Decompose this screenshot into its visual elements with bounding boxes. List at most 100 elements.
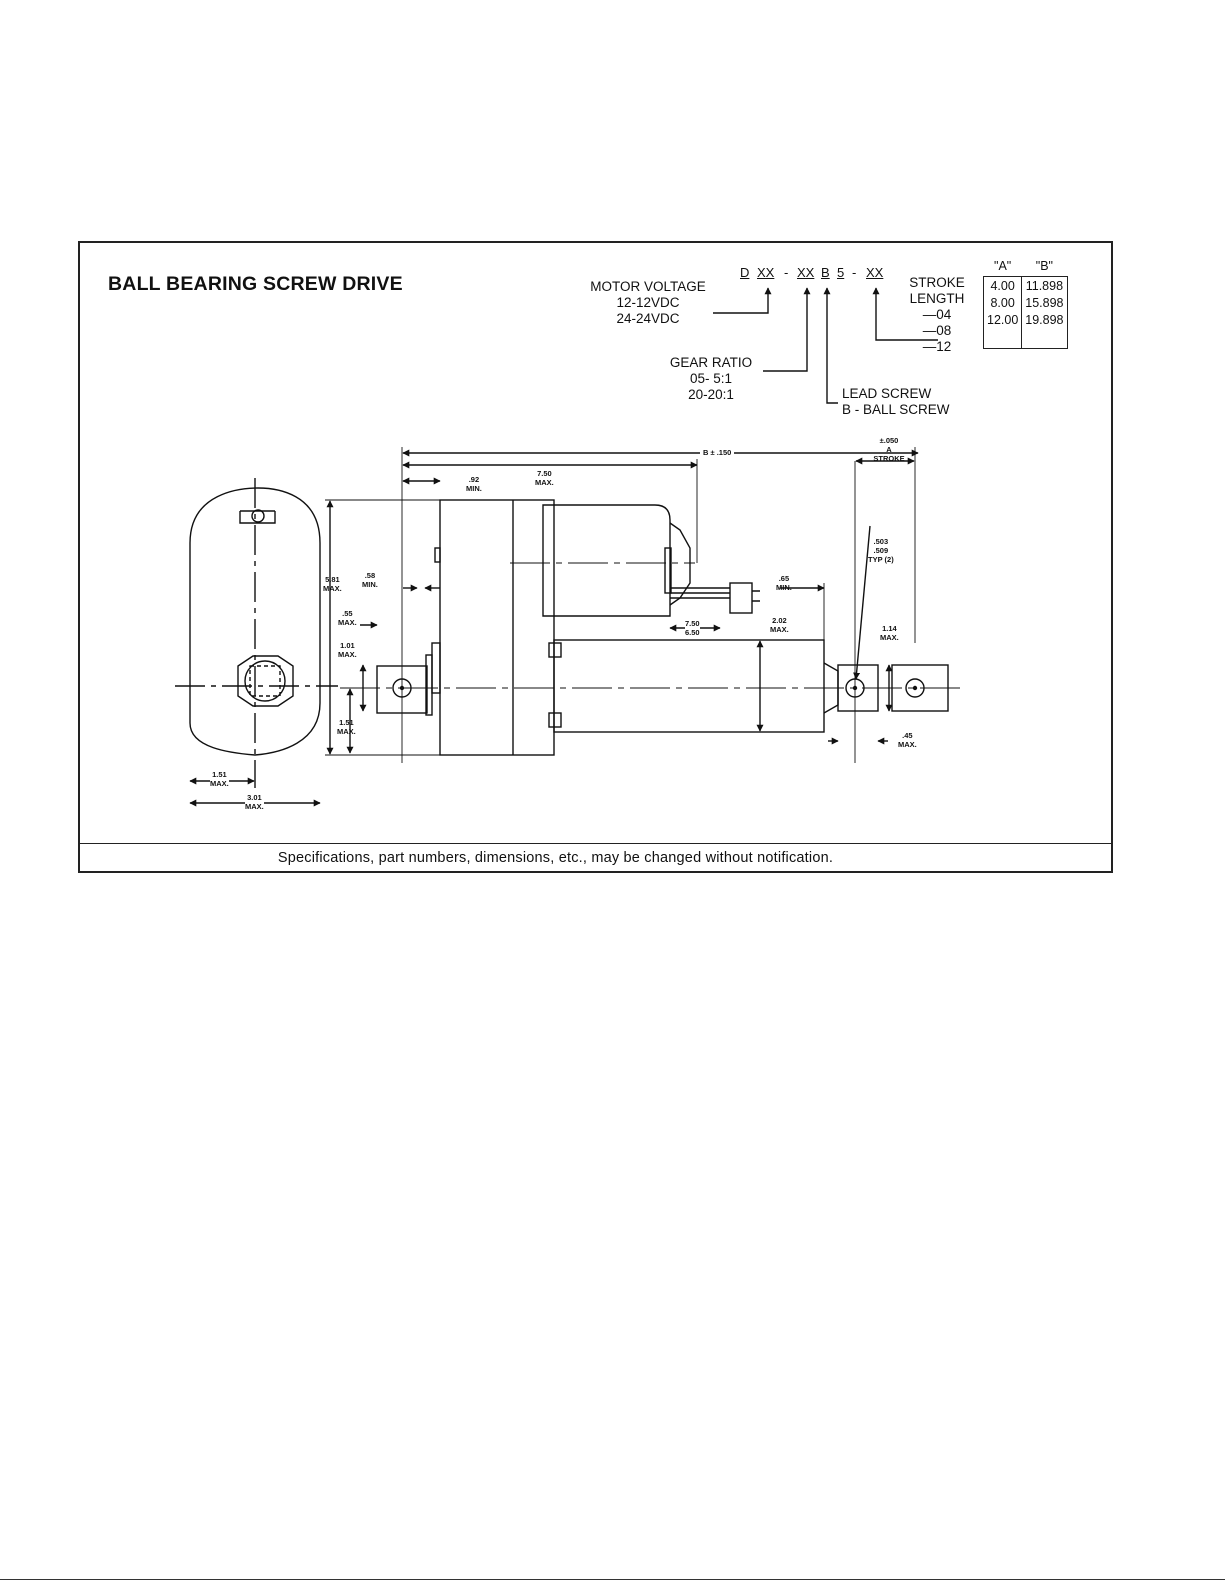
dim-text: .55 (342, 609, 353, 618)
gearbox-housing (439, 499, 555, 756)
dim-45-label: .45 MAX. (898, 731, 917, 749)
dim-text: 1.51 (339, 718, 354, 727)
table-header: "A" (994, 259, 1012, 273)
code-segment: - (784, 265, 789, 280)
gear-leader (763, 287, 811, 372)
dim-text: MAX. (338, 650, 357, 659)
dim-text: 1.14 (882, 624, 897, 633)
connector (729, 582, 753, 614)
dim-151-label: 1.51 MAX. (337, 718, 356, 736)
lead-screw-heading: LEAD SCREW (842, 386, 932, 401)
code-segment: B (821, 265, 830, 280)
footer-divider (80, 843, 1111, 844)
motor-voltage-callout: MOTOR VOLTAGE 12-12VDC 24-24VDC (583, 279, 713, 327)
dim-text: 2.02 (772, 616, 787, 625)
dim-text: MAX. (770, 625, 789, 634)
dim-202-label: 2.02 MAX. (770, 616, 789, 634)
dim-750-label: 7.50 MAX. (535, 469, 554, 487)
stroke-heading: STROKE (909, 275, 965, 290)
code-segment: D (740, 265, 750, 280)
dim-581-label: 5.81 MAX. (323, 575, 342, 593)
diagram-title: BALL BEARING SCREW DRIVE (108, 273, 403, 295)
motor-leads (670, 587, 708, 599)
table-cell: 8.00 (982, 294, 1023, 311)
end-view-outline (189, 487, 321, 756)
motor-voltage-heading: MOTOR VOLTAGE (590, 279, 706, 294)
stroke-option: —08 (922, 323, 952, 338)
dim-text: 3.01 (247, 793, 262, 802)
stroke-table: "A" "B" 4.00 11.898 8.00 15.898 12.00 19… (982, 258, 1068, 349)
page-bottom-rule (0, 1579, 1225, 1580)
motor-body (542, 504, 671, 617)
dim-text: .65 (778, 574, 790, 583)
dim-text: .509 (873, 546, 889, 555)
gear-ratio-heading: GEAR RATIO (669, 355, 753, 370)
table-cell: 19.898 (1021, 311, 1068, 328)
table-cell: 4.00 (982, 276, 1023, 294)
dim-text: MAX. (880, 633, 899, 642)
dim-65-label: .65 MIN. (776, 574, 792, 592)
dim-text: 7.50 (537, 469, 552, 478)
dim-text: TYP (2) (868, 555, 894, 564)
end-view-nut (237, 655, 294, 707)
motor-voltage-option: 12-12VDC (616, 295, 680, 310)
actuator-drawing (175, 287, 960, 807)
dim-text: MAX. (898, 740, 917, 749)
code-segment: - (852, 265, 857, 280)
table-row (982, 328, 1068, 349)
dim-text: .92 (468, 475, 480, 484)
dim-text: STROKE (873, 454, 905, 463)
dim-text: MIN. (776, 583, 792, 592)
stroke-leader (872, 287, 938, 341)
table-cell: 12.00 (982, 311, 1023, 328)
table-row: 8.00 15.898 (982, 294, 1068, 311)
diagram-frame: BALL BEARING SCREW DRIVE D XX - XX B 5 -… (78, 241, 1113, 873)
dim-151b-label: 1.51 MAX. (210, 770, 229, 788)
voltage-leader (713, 287, 772, 314)
dim-text: 1.51 (212, 770, 227, 779)
code-segment: 5 (837, 265, 845, 280)
table-header: "B" (1035, 259, 1053, 273)
stroke-length-callout: STROKE LENGTH —04 —08 —12 (902, 275, 972, 355)
dim-503-label: .503 .509 TYP (2) (868, 537, 894, 564)
table-row: 4.00 11.898 (982, 276, 1068, 294)
dim-text: MAX. (535, 478, 554, 487)
dim-text: A (886, 445, 892, 454)
gear-ratio-option: 20-20:1 (688, 387, 734, 402)
stroke-option: —12 (922, 339, 952, 354)
stroke-option: —04 (922, 307, 952, 322)
dim-text: .58 (364, 571, 376, 580)
dim-text: 7.50 (685, 619, 700, 628)
dim-text: 6.50 (685, 628, 700, 637)
gear-ratio-callout: GEAR RATIO 05- 5:1 20-20:1 (656, 355, 766, 403)
leadscrew-leader (823, 287, 838, 404)
dim-301-label: 3.01 MAX. (245, 793, 264, 811)
dim-114-label: 1.14 MAX. (880, 624, 899, 642)
footer-note: Specifications, part numbers, dimensions… (277, 850, 834, 866)
code-segment: XX (757, 265, 775, 280)
dim-text: MAX. (338, 618, 357, 627)
dim-text: MAX. (245, 802, 264, 811)
dim-text: .503 (873, 537, 889, 546)
code-segment: XX (797, 265, 815, 280)
dim-text: 1.01 (340, 641, 355, 650)
dim-text: MAX. (323, 584, 342, 593)
dim-101-label: 1.01 MAX. (338, 641, 357, 659)
table-cell: 15.898 (1021, 294, 1068, 311)
dim-a-label: ±.050 A STROKE (869, 436, 909, 463)
dim-text: MIN. (466, 484, 482, 493)
gear-ratio-option: 05- 5:1 (689, 371, 733, 386)
outer-tube (553, 639, 825, 733)
lead-screw-callout: LEAD SCREW B - BALL SCREW (842, 386, 950, 418)
dim-text: .45 (902, 731, 913, 740)
dim-text: 5.81 (325, 575, 340, 584)
dim-text: MAX. (210, 779, 229, 788)
dim-b-label: B ± .150 (700, 448, 735, 457)
dim-55-label: .55 MAX. (338, 609, 357, 627)
dim-750-650-label: 7.50 6.50 (685, 619, 700, 637)
stroke-heading: LENGTH (909, 291, 965, 306)
dim-text: MIN. (362, 580, 378, 589)
code-segment: XX (866, 265, 884, 280)
dim-text: MAX. (337, 727, 356, 736)
motor-voltage-option: 24-24VDC (616, 311, 680, 326)
